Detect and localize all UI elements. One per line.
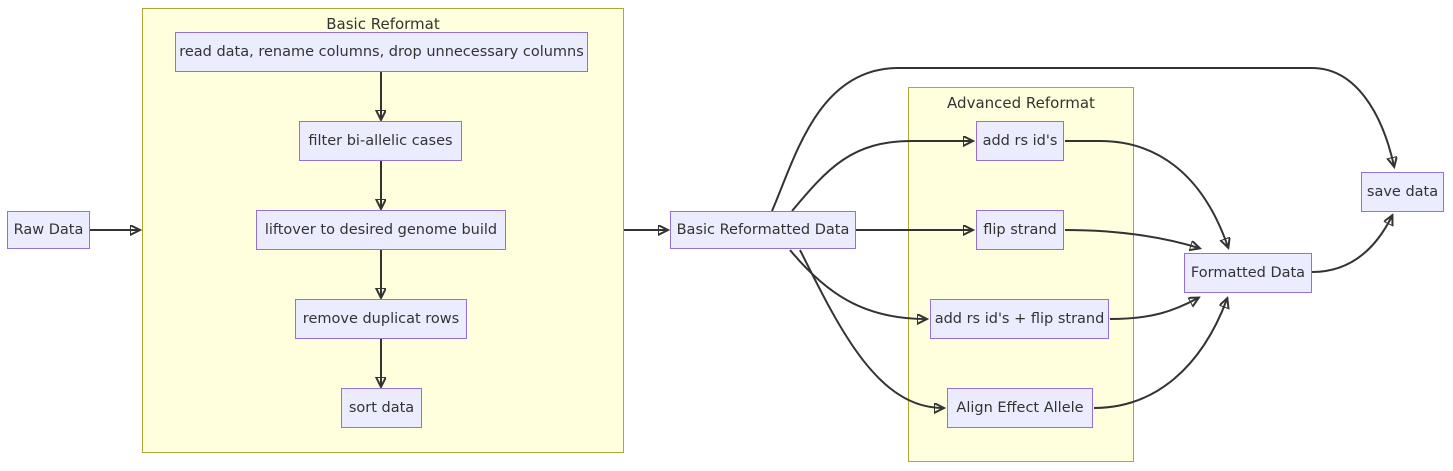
node-filter-biallelic: filter bi-allelic cases xyxy=(299,121,462,161)
node-sort-data-label: sort data xyxy=(348,400,415,416)
cluster-basic-reformat-title: Basic Reformat xyxy=(326,15,440,33)
edge-basicreformatted-savedata xyxy=(771,67,1394,212)
edge-addrs-formatted xyxy=(1065,140,1228,247)
node-save-data: save data xyxy=(1361,172,1444,212)
node-formatted-data-label: Formatted Data xyxy=(1190,265,1306,281)
node-flip-strand-label: flip strand xyxy=(983,222,1057,238)
node-liftover-label: liftover to desired genome build xyxy=(264,222,498,238)
edge-addrsflip-formatted xyxy=(1109,298,1198,320)
node-add-rs-ids: add rs id's xyxy=(976,121,1064,161)
node-align-effect-allele-label: Align Effect Allele xyxy=(956,400,1084,416)
node-remove-duplicates-label: remove duplicat rows xyxy=(302,311,460,327)
node-add-rs-ids-label: add rs id's xyxy=(982,133,1058,149)
node-basic-reformatted-data: Basic Reformatted Data xyxy=(670,211,856,249)
node-add-rs-flip-strand: add rs id's + flip strand xyxy=(930,299,1109,339)
cluster-advanced-reformat-title: Advanced Reformat xyxy=(947,94,1095,112)
edge-formatted-savedata xyxy=(1311,216,1392,273)
node-raw-data-label: Raw Data xyxy=(13,222,84,238)
node-raw-data: Raw Data xyxy=(7,211,90,249)
node-read-data: read data, rename columns, drop unnecess… xyxy=(175,32,588,72)
node-align-effect-allele: Align Effect Allele xyxy=(947,388,1093,428)
edge-flipstrand-formatted xyxy=(1064,229,1199,248)
node-flip-strand: flip strand xyxy=(976,210,1064,250)
node-formatted-data: Formatted Data xyxy=(1184,253,1312,293)
edge-aligneffect-formatted xyxy=(1093,299,1227,409)
node-liftover: liftover to desired genome build xyxy=(256,210,506,250)
edge-basicreformatted-addrs xyxy=(791,141,972,212)
edge-basicreformatted-aligneffect xyxy=(799,249,943,408)
node-sort-data: sort data xyxy=(341,388,422,428)
node-save-data-label: save data xyxy=(1366,184,1439,200)
node-add-rs-flip-strand-label: add rs id's + flip strand xyxy=(934,311,1105,327)
node-read-data-label: read data, rename columns, drop unnecess… xyxy=(179,44,584,60)
node-filter-biallelic-label: filter bi-allelic cases xyxy=(308,133,453,149)
edge-basicreformatted-addrsflip xyxy=(789,249,926,319)
node-remove-duplicates: remove duplicat rows xyxy=(295,299,467,339)
node-basic-reformatted-data-label: Basic Reformatted Data xyxy=(676,222,850,238)
